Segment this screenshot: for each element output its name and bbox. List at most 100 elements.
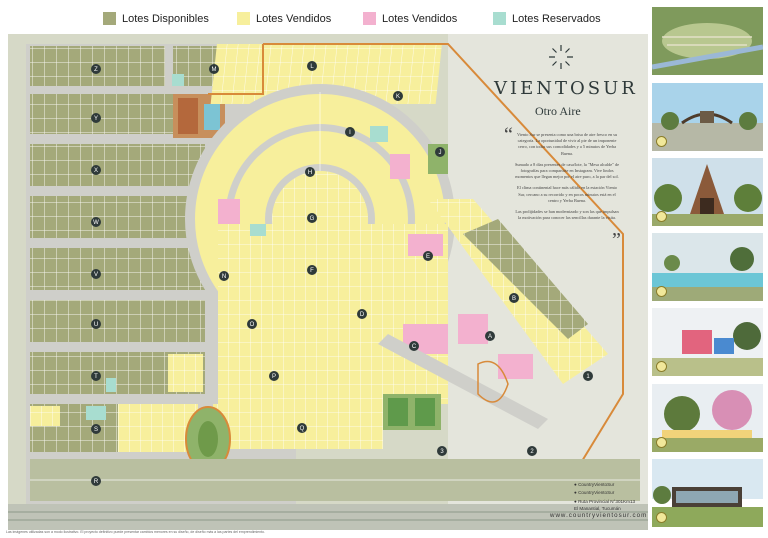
circular-development (185, 44, 533, 449)
sector-marker-2[interactable] (527, 446, 537, 456)
sector-marker-p[interactable] (269, 371, 279, 381)
description-paragraph-3: El clima continental hace más cálido en … (516, 185, 617, 203)
legend-item-disponibles: Lotes Disponibles (103, 12, 209, 25)
sector-marker-h[interactable] (305, 167, 315, 177)
sector-label-y: Y (94, 116, 98, 122)
legend-item-reservados: Lotes Reservados (493, 12, 601, 25)
legend-label: Lotes Vendidos (382, 12, 458, 25)
address-line-2: El Manantial, Tucumán (574, 506, 621, 511)
photo-marker-icon (656, 136, 667, 147)
sector-marker-g[interactable] (307, 213, 317, 223)
legend: Lotes Disponibles Lotes Vendidos Lotes V… (0, 6, 650, 32)
open-quote-icon: “ (504, 124, 513, 146)
sector-marker-q[interactable] (297, 423, 307, 433)
facebook-contact[interactable]: ● CountryVientoSur (574, 482, 615, 487)
sector-label-i: I (349, 130, 351, 136)
sector-label-m: M (212, 67, 217, 73)
photo-marker-icon (656, 286, 667, 297)
sector-marker-t[interactable] (91, 371, 101, 381)
sector-marker-v[interactable] (91, 269, 101, 279)
sector-label-w: W (93, 220, 99, 226)
sector-label-f: F (310, 268, 314, 274)
sector-label-c: C (412, 344, 417, 350)
sector-marker-n[interactable] (219, 271, 229, 281)
photo-garden[interactable] (652, 384, 763, 452)
sector-marker-x[interactable] (91, 165, 101, 175)
sector-marker-y[interactable] (91, 113, 101, 123)
sector-marker-e[interactable] (423, 251, 433, 261)
footnote: Las imágenes utilizadas son a modo ilust… (6, 530, 265, 534)
description-block: Viento Sur se presenta como una brisa de… (514, 132, 620, 226)
facebook-handle: CountryVientoSur (578, 482, 615, 487)
legend-label: Lotes Reservados (512, 12, 601, 25)
sector-marker-u[interactable] (91, 319, 101, 329)
sector-label-d: D (360, 312, 365, 318)
address-line-1: ● Ruta Provincial N°301Km13 (574, 499, 636, 504)
brand-tagline: Otro Aire (535, 104, 581, 118)
sector-label-3: 3 (440, 449, 444, 455)
instagram-handle: CountryVientoSur (578, 490, 615, 495)
sector-label-o: O (250, 322, 255, 328)
sector-label-1: 1 (586, 374, 590, 380)
address-text-1: Ruta Provincial N°301Km13 (578, 499, 636, 504)
sector-marker-f[interactable] (307, 265, 317, 275)
sector-label-u: U (94, 322, 98, 328)
photo-playground[interactable] (652, 308, 763, 376)
sector-marker-c[interactable] (409, 341, 419, 351)
sector-marker-d[interactable] (357, 309, 367, 319)
photo-aerial-view[interactable] (652, 7, 763, 75)
sector-marker-j[interactable] (435, 147, 445, 157)
description-paragraph-4: Las prolijidades se han modernizado y so… (515, 209, 619, 221)
photo-clubhouse[interactable] (652, 459, 763, 527)
description-paragraph-2: Sumado a 8 días presentes de casa/lote, … (514, 161, 620, 180)
sector-label-t: T (94, 374, 98, 380)
description-paragraph-1: Viento Sur se presenta como una brisa de… (516, 132, 618, 156)
brand-name: VIENTOSUR (494, 78, 638, 99)
sector-marker-r[interactable] (91, 476, 101, 486)
close-quote-icon: ” (612, 229, 621, 251)
sector-label-v: V (94, 272, 98, 278)
sector-label-k: K (396, 94, 400, 100)
sector-label-a: A (488, 334, 492, 340)
sector-label-z: Z (94, 67, 98, 73)
sector-marker-a[interactable] (485, 331, 495, 341)
photo-chapel[interactable] (652, 158, 763, 226)
swatch-vendidos (237, 12, 250, 25)
swatch-reservados (493, 12, 506, 25)
legend-label: Lotes Disponibles (122, 12, 209, 25)
sector-marker-w[interactable] (91, 217, 101, 227)
sector-marker-1[interactable] (583, 371, 593, 381)
sector-label-r: R (94, 479, 99, 485)
website-link[interactable]: www.countryvientosur.com (550, 512, 648, 519)
sector-label-p: P (272, 374, 276, 380)
sector-label-e: E (426, 254, 430, 260)
sector-label-x: X (94, 168, 98, 174)
brand-logo-icon (546, 42, 576, 72)
sector-marker-b[interactable] (509, 293, 519, 303)
photo-marker-icon (656, 512, 667, 523)
sector-marker-m[interactable] (209, 64, 219, 74)
sector-marker-i[interactable] (345, 127, 355, 137)
legend-label: Lotes Vendidos (256, 12, 332, 25)
sector-label-l: L (310, 64, 314, 70)
sector-label-h: H (308, 170, 312, 176)
sector-marker-l[interactable] (307, 61, 317, 71)
sector-marker-k[interactable] (393, 91, 403, 101)
sector-marker-o[interactable] (247, 319, 257, 329)
photo-marker-icon (656, 437, 667, 448)
photo-pool[interactable] (652, 233, 763, 301)
sector-marker-z[interactable] (91, 64, 101, 74)
photo-marker-icon (656, 361, 667, 372)
photo-entrance-gate[interactable] (652, 83, 763, 151)
sector-marker-s[interactable] (91, 424, 101, 434)
photo-marker-icon (656, 211, 667, 222)
swatch-disponibles (103, 12, 116, 25)
instagram-contact[interactable]: ● CountryVientoSur (574, 490, 615, 495)
sector-label-2: 2 (530, 449, 534, 455)
sector-label-n: N (222, 274, 226, 280)
sector-marker-3[interactable] (437, 446, 447, 456)
sector-label-q: Q (300, 426, 305, 432)
